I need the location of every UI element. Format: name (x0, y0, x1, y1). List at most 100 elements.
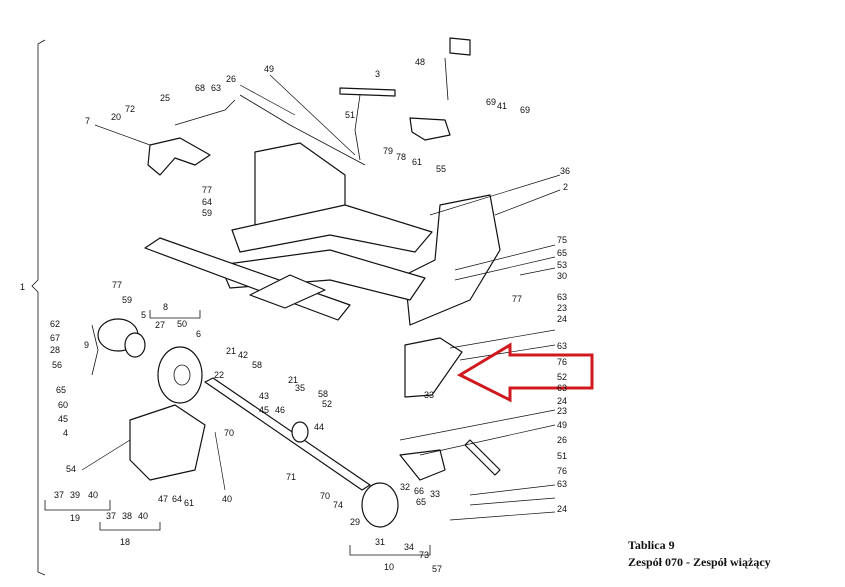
part-label: 42 (238, 350, 248, 360)
part-label: 52 (322, 399, 332, 409)
part-label: 72 (125, 104, 135, 114)
part-label: 65 (416, 497, 426, 507)
part-label: 69 (520, 105, 530, 115)
part-label: 23 (557, 406, 567, 416)
part-label: 21 (288, 375, 298, 385)
part-label: 76 (557, 466, 567, 476)
part-label: 63 (557, 341, 567, 351)
part-label: 6 (196, 329, 201, 339)
part-label: 71 (286, 472, 296, 482)
bracket-9 (91, 324, 99, 376)
part-label: 24 (557, 504, 567, 514)
part-label: 34 (404, 542, 414, 552)
part-label: 24 (557, 396, 567, 406)
part-label: 29 (350, 517, 360, 527)
part-label: 44 (314, 422, 324, 432)
twine-bracket (239, 94, 366, 166)
part-label: 52 (557, 372, 567, 382)
lever-3 (354, 94, 361, 161)
part-label: 66 (414, 486, 424, 496)
spring-48 (444, 57, 449, 101)
part-label: 19 (70, 513, 80, 523)
part-label: 8 (163, 302, 168, 312)
part-label: 33 (424, 390, 434, 400)
part-label: 67 (50, 333, 60, 343)
part-label: 64 (202, 197, 212, 207)
part-label: 70 (320, 491, 330, 501)
part-label: 10 (384, 562, 394, 572)
part-label: 49 (264, 64, 274, 74)
frame-lower-rail (219, 249, 426, 301)
part-label: 53 (557, 260, 567, 270)
part-label: 61 (184, 498, 194, 508)
part-number-labels: 1 48 3 49 26 68 63 72 25 20 7 51 69 41 6… (20, 57, 570, 574)
part-label: 30 (557, 271, 567, 281)
knotter-frame-18 (129, 404, 206, 481)
bracket-18 (99, 522, 161, 531)
lever-33-lower (399, 449, 446, 481)
part-label: 32 (400, 482, 410, 492)
part-label: 27 (155, 320, 165, 330)
lever-55 (409, 117, 451, 141)
part-label: 40 (88, 490, 98, 500)
part-label: 3 (375, 69, 380, 79)
part-label: 70 (224, 428, 234, 438)
part-label: 47 (158, 494, 168, 504)
part-label: 65 (56, 385, 66, 395)
part-label: 39 (70, 490, 80, 500)
frame-side-plate-right (404, 194, 501, 326)
disc-hub (173, 364, 191, 386)
shaft-26 (464, 439, 501, 476)
part-label: 40 (222, 494, 232, 504)
part-label: 37 (106, 511, 116, 521)
part-label: 77 (202, 185, 212, 195)
part-label: 51 (557, 451, 567, 461)
part-label: 5 (141, 310, 146, 320)
part-label: 26 (557, 435, 567, 445)
highlight-arrow (456, 342, 594, 403)
part-label: 78 (396, 152, 406, 162)
part-label: 76 (557, 357, 567, 367)
part-label: 50 (177, 319, 187, 329)
part-label: 68 (195, 83, 205, 93)
leader-lines (81, 74, 561, 521)
part-label: 77 (112, 280, 122, 290)
part-label: 23 (557, 303, 567, 313)
part-label: 46 (275, 405, 285, 415)
part-label: 22 (214, 370, 224, 380)
part-label: 69 (486, 97, 496, 107)
part-label: 33 (430, 489, 440, 499)
part-label: 61 (412, 157, 422, 167)
part-label: 55 (436, 164, 446, 174)
part-label: 38 (122, 511, 132, 521)
knife-arm (147, 137, 211, 176)
bracket-10 (349, 545, 431, 556)
part-label: 7 (85, 116, 90, 126)
part-label: 63 (557, 383, 567, 393)
part-label: 2 (563, 182, 568, 192)
disc-31 (361, 482, 399, 528)
part-label: 25 (160, 93, 170, 103)
shaft-3 (339, 87, 396, 97)
assembly-title: Zespół 070 - Zespół wiążący (628, 555, 771, 569)
part-label: 49 (557, 420, 567, 430)
part-label: 65 (557, 248, 567, 258)
plate-number: Tablica 9 (628, 538, 675, 552)
part-label: 26 (226, 74, 236, 84)
part-label: 54 (66, 464, 76, 474)
part-label: 40 (138, 511, 148, 521)
part-label: 62 (50, 319, 60, 329)
lever-33-upper (404, 337, 463, 398)
part-label: 24 (557, 314, 567, 324)
part-label: 57 (432, 564, 442, 574)
washer-44 (291, 421, 309, 443)
part-label: 63 (557, 479, 567, 489)
part-label: 59 (202, 208, 212, 218)
knotter-shaft-22 (204, 377, 371, 491)
part-label: 58 (318, 389, 328, 399)
part-label: 75 (557, 235, 567, 245)
part-label: 36 (560, 166, 570, 176)
tensioner-plate (449, 37, 471, 56)
